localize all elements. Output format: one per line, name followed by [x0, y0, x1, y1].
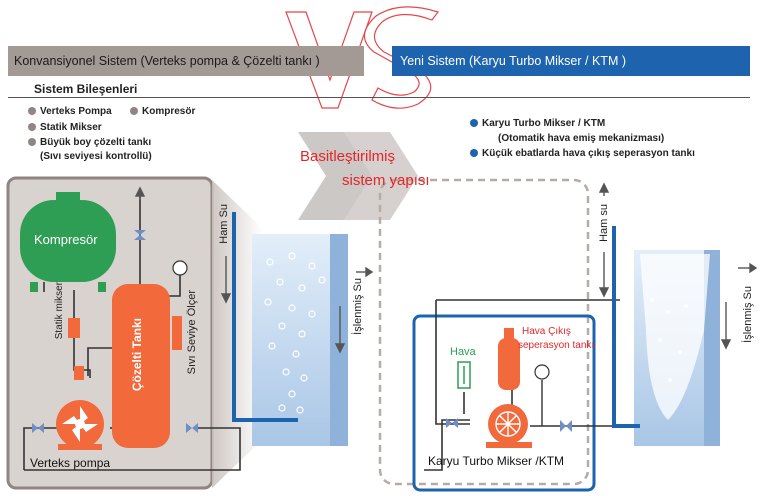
- static-mixer-shape: [68, 318, 80, 338]
- simplified-label-line1: Basitleştirilmiş: [300, 148, 396, 165]
- right-treated-water-label: İşlenmiş Su: [742, 286, 754, 343]
- simplified-label-line2: sistem yapısı: [342, 172, 430, 189]
- ktm-system-frame: [412, 314, 596, 492]
- vortex-pump-label: Verteks pompa: [30, 456, 111, 470]
- bullet-icon: [130, 107, 138, 115]
- bullet-icon: [28, 138, 36, 146]
- bullet-icon: [28, 123, 36, 131]
- simplified-chevrons: [298, 132, 418, 220]
- bullet-icon: [470, 149, 478, 157]
- component-solution-tank-note: (Sıvı seviyesi kontrollü): [40, 151, 152, 162]
- component-static-mixer: Statik Mikser: [28, 122, 102, 133]
- conventional-system-header: Konvansiyonel Sistem (Verteks pompa & Çö…: [8, 46, 364, 76]
- new-system-header: Yeni Sistem (Karyu Turbo Mikser / KTM ): [392, 46, 750, 76]
- solution-tank-label: Çözelti Tankı: [130, 318, 144, 392]
- level-gauge-dial: [172, 260, 188, 276]
- component-vortex-pump: Verteks Pompa: [28, 106, 112, 117]
- compressor-shape: [20, 192, 116, 292]
- bullet-icon: [470, 119, 478, 127]
- component-ktm: Karyu Turbo Mikser / KTM: [470, 118, 605, 129]
- level-gauge-label: Sıvı Seviye Ölçer: [186, 290, 198, 375]
- components-title: Sistem Bileşenleri: [34, 82, 138, 96]
- left-raw-water-label: Ham Su: [218, 204, 230, 244]
- left-flow-arrows: [134, 186, 374, 354]
- component-solution-tank: Büyük boy çözelti tankı: [28, 137, 151, 148]
- component-compressor: Kompresör: [130, 106, 195, 117]
- left-treated-water-label: İşlenmiş Su: [352, 278, 364, 335]
- left-flotation-tank: [232, 212, 348, 446]
- right-valves: [446, 418, 572, 432]
- right-raw-water-label: Ham su: [598, 204, 610, 242]
- zoom-funnel: [212, 180, 262, 488]
- air-flowmeter: [457, 361, 471, 389]
- compressor-label: Kompresör: [34, 232, 98, 247]
- ktm-label: Karyu Turbo Mikser /KTM: [428, 454, 565, 468]
- component-ktm-note: (Otomatik hava emiş mekanizması): [498, 133, 665, 144]
- right-flotation-tank: [612, 226, 720, 446]
- separation-tank-shape: [498, 338, 520, 390]
- components-divider: [8, 97, 750, 98]
- right-flow-arrows: [598, 182, 758, 350]
- separation-tank-label-line2: seperasyon tankı: [518, 340, 595, 351]
- new-system-dashed-frame: [378, 178, 590, 486]
- component-separation-tank: Küçük ebatlarda hava çıkış seperasyon ta…: [470, 148, 695, 159]
- air-label: Hava: [450, 346, 476, 358]
- solution-tank-shape: [112, 284, 170, 448]
- separation-tank-label-line1: Hava Çıkış: [522, 326, 571, 337]
- static-mixer-label: Statik mikser: [54, 282, 65, 340]
- vortex-pump-shape: [56, 400, 104, 450]
- bullet-icon: [28, 107, 36, 115]
- ktm-pump-shape: [486, 404, 532, 448]
- vs-logo: [285, 6, 439, 109]
